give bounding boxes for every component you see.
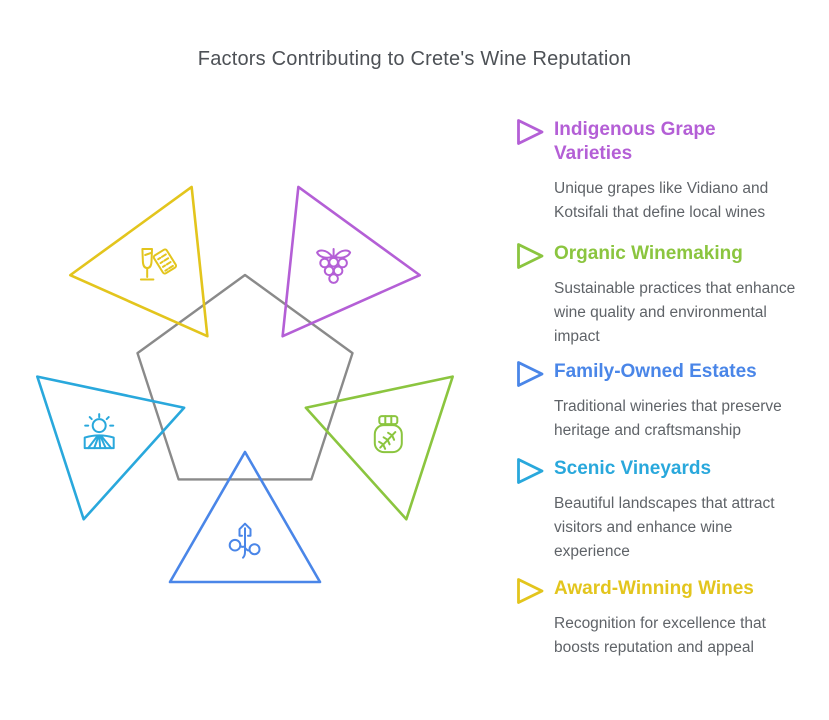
- wine-glass-award-icon: [139, 248, 177, 281]
- triangle-family-owned-estates: [168, 450, 322, 584]
- item-title: Indigenous Grape Varieties: [554, 119, 716, 164]
- item-description: Sustainable practices that enhance wine …: [554, 280, 796, 345]
- triangle-scenic-vineyards: [36, 375, 186, 521]
- estate-vine-icon: [228, 522, 261, 559]
- pentagon-triangle-diagram: [36, 185, 454, 584]
- list-item-indigenous-grape-varieties: Indigenous Grape Varieties Unique grapes…: [516, 118, 816, 225]
- item-title: Award-Winning Wines: [554, 578, 754, 599]
- grapes-icon: [316, 248, 352, 284]
- item-description: Traditional wineries that preserve herit…: [554, 398, 782, 439]
- play-triangle-icon: [517, 243, 544, 269]
- play-triangle-icon: [517, 361, 544, 387]
- item-title: Family-Owned Estates: [554, 361, 757, 382]
- list-item-family-owned-estates: Family-Owned Estates Traditional winerie…: [516, 360, 816, 443]
- list-item-award-winning-wines: Award-Winning Wines Recognition for exce…: [516, 577, 816, 660]
- play-triangle-icon: [517, 119, 544, 145]
- triangle-organic-winemaking: [304, 375, 454, 521]
- play-triangle-icon: [517, 458, 544, 484]
- page-title: Factors Contributing to Crete's Wine Rep…: [197, 48, 632, 70]
- herb-jar-icon: [373, 415, 403, 454]
- triangle-award-winning-wines: [68, 185, 209, 338]
- pentagon-shape: [136, 273, 354, 481]
- item-description: Beautiful landscapes that attract visito…: [554, 495, 775, 560]
- triangle-indigenous-grapes: [281, 185, 422, 338]
- list-item-scenic-vineyards: Scenic Vineyards Beautiful landscapes th…: [516, 457, 816, 564]
- item-description: Recognition for excellence that boosts r…: [554, 615, 766, 656]
- play-triangle-icon: [517, 578, 544, 604]
- item-title: Organic Winemaking: [554, 243, 743, 264]
- vineyard-sun-icon: [83, 413, 115, 450]
- item-title: Scenic Vineyards: [554, 458, 712, 479]
- list-item-organic-winemaking: Organic Winemaking Sustainable practices…: [516, 242, 816, 349]
- item-description: Unique grapes like Vidiano and Kotsifali…: [554, 180, 769, 221]
